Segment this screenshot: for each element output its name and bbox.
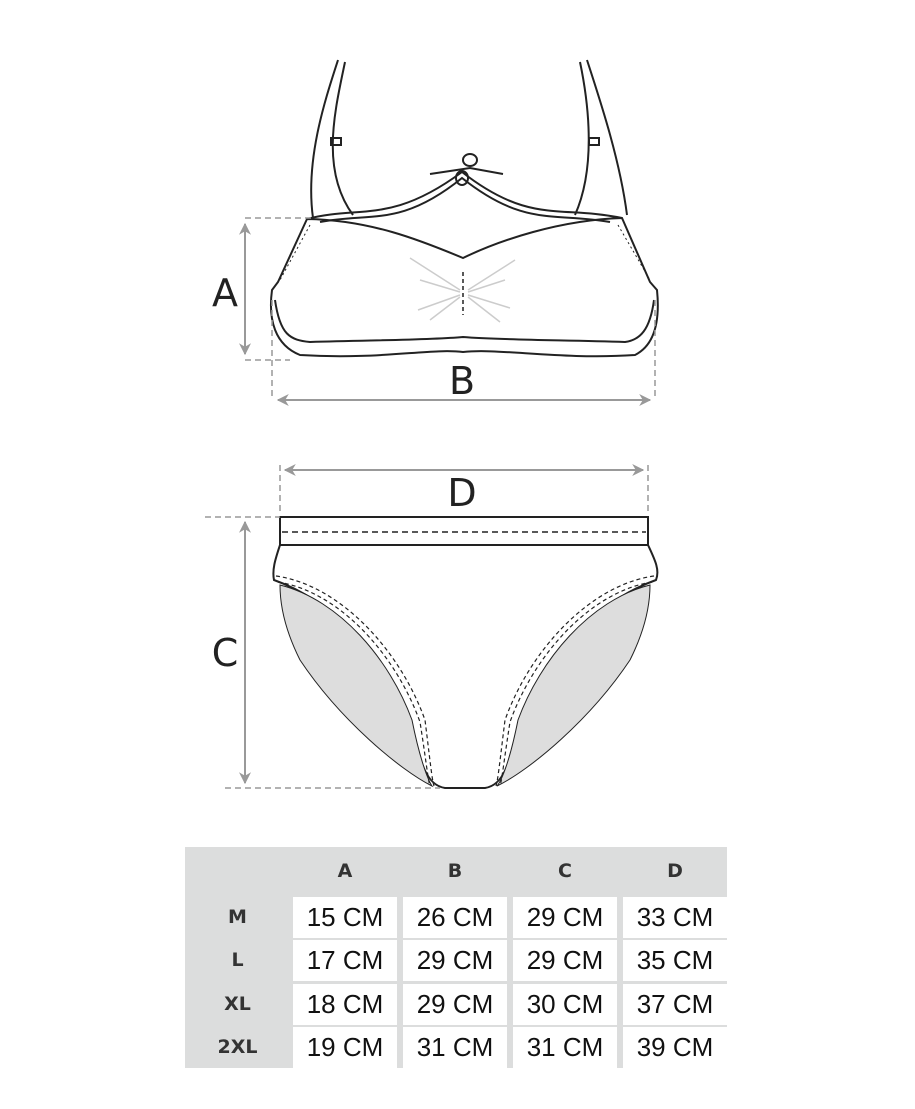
table-cell: 17 CM (293, 940, 397, 981)
table-cell: 29 CM (513, 897, 617, 938)
table-cell: 18 CM (293, 984, 397, 1025)
row-header-size: L (231, 949, 244, 971)
column-header-b: B (447, 860, 463, 882)
dimension-d-label: D (447, 471, 476, 515)
row-header-size: M (228, 906, 247, 928)
column-header-d: D (667, 860, 683, 882)
table-cell: 39 CM (623, 1027, 727, 1068)
dimension-c-label: C (212, 631, 239, 675)
right-strap (574, 59, 628, 216)
table-cell: 37 CM (623, 984, 727, 1025)
table-cell: 31 CM (513, 1027, 617, 1068)
cup-body (269, 216, 659, 358)
right-leg-lining (496, 584, 651, 787)
right-strap-buckle (588, 137, 600, 146)
bikini-bottom-illustration (272, 516, 659, 789)
table-cell: 33 CM (623, 897, 727, 938)
table-cell: 19 CM (293, 1027, 397, 1068)
row-header-size: 2XL (217, 1036, 258, 1058)
table-cell: 29 CM (403, 984, 507, 1025)
table-cell: 35 CM (623, 940, 727, 981)
left-strap-buckle (330, 137, 342, 146)
waistband (279, 516, 649, 546)
left-leg-lining (279, 584, 434, 788)
table-cell: 31 CM (403, 1027, 507, 1068)
size-diagram: A B D C (205, 59, 659, 789)
column-header-c: C (558, 860, 572, 882)
bra-top-illustration (269, 59, 659, 358)
dimension-a-label: A (212, 271, 238, 315)
dimension-lines (205, 217, 656, 789)
dimension-b-label: B (449, 359, 475, 403)
table-cell: 30 CM (513, 984, 617, 1025)
left-strap (310, 59, 354, 219)
row-header-size: XL (224, 993, 251, 1015)
table-cell: 15 CM (293, 897, 397, 938)
table-cell: 29 CM (403, 940, 507, 981)
column-header-a: A (337, 860, 353, 882)
table-cell: 29 CM (513, 940, 617, 981)
table-cell: 26 CM (403, 897, 507, 938)
bow (462, 153, 478, 167)
